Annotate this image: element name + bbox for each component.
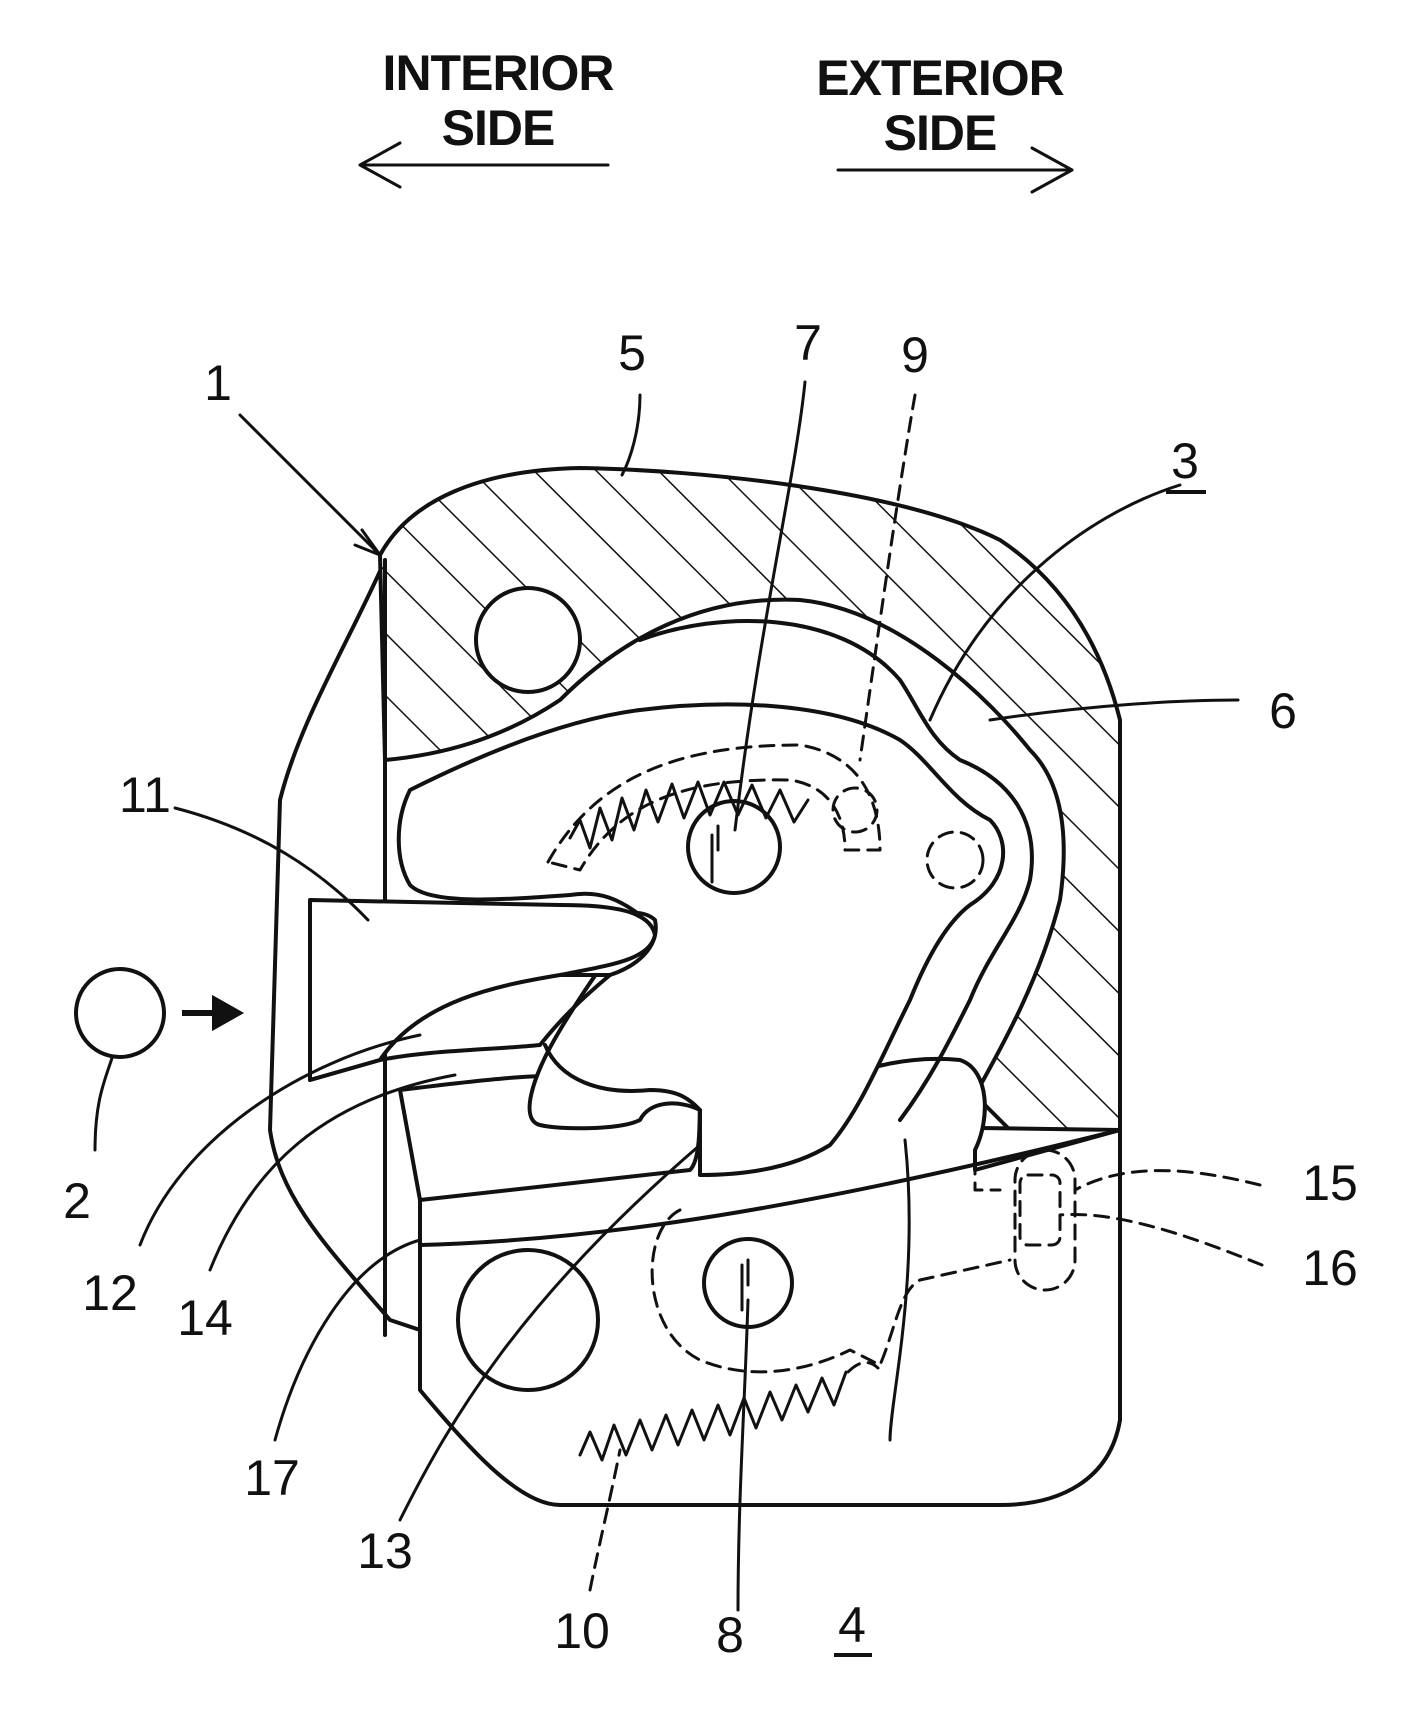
label-7: 7 [794,315,822,371]
leader-12 [140,1035,420,1245]
leader-1 [240,415,380,555]
interior-label-line1: INTERIOR [383,45,615,101]
exterior-label-line2: SIDE [884,105,997,161]
label-12: 12 [82,1265,138,1321]
label-6: 6 [1269,683,1297,739]
striker-arrow-icon [182,1000,238,1026]
label-10: 10 [554,1603,610,1659]
label-14: 14 [177,1290,233,1346]
label-11: 11 [119,767,171,823]
leader-2 [95,1058,112,1150]
label-1: 1 [204,355,232,411]
mounting-hole-upper [476,588,580,692]
label-2: 2 [63,1173,91,1229]
exterior-side-indicator: EXTERIOR SIDE [816,50,1072,192]
label-3: 3 [1171,433,1199,489]
label-9: 9 [901,327,929,383]
label-4: 4 [838,1597,866,1653]
leader-5 [622,395,640,475]
interior-side-indicator: INTERIOR SIDE [360,45,614,187]
striker-hatched [76,969,164,1057]
interior-label-line2: SIDE [442,100,555,156]
label-15: 15 [1302,1155,1358,1211]
label-17: 17 [244,1450,300,1506]
exterior-label-line1: EXTERIOR [816,50,1064,106]
label-5: 5 [618,325,646,381]
label-8: 8 [716,1607,744,1663]
label-13: 13 [357,1523,413,1579]
label-16: 16 [1302,1240,1358,1296]
